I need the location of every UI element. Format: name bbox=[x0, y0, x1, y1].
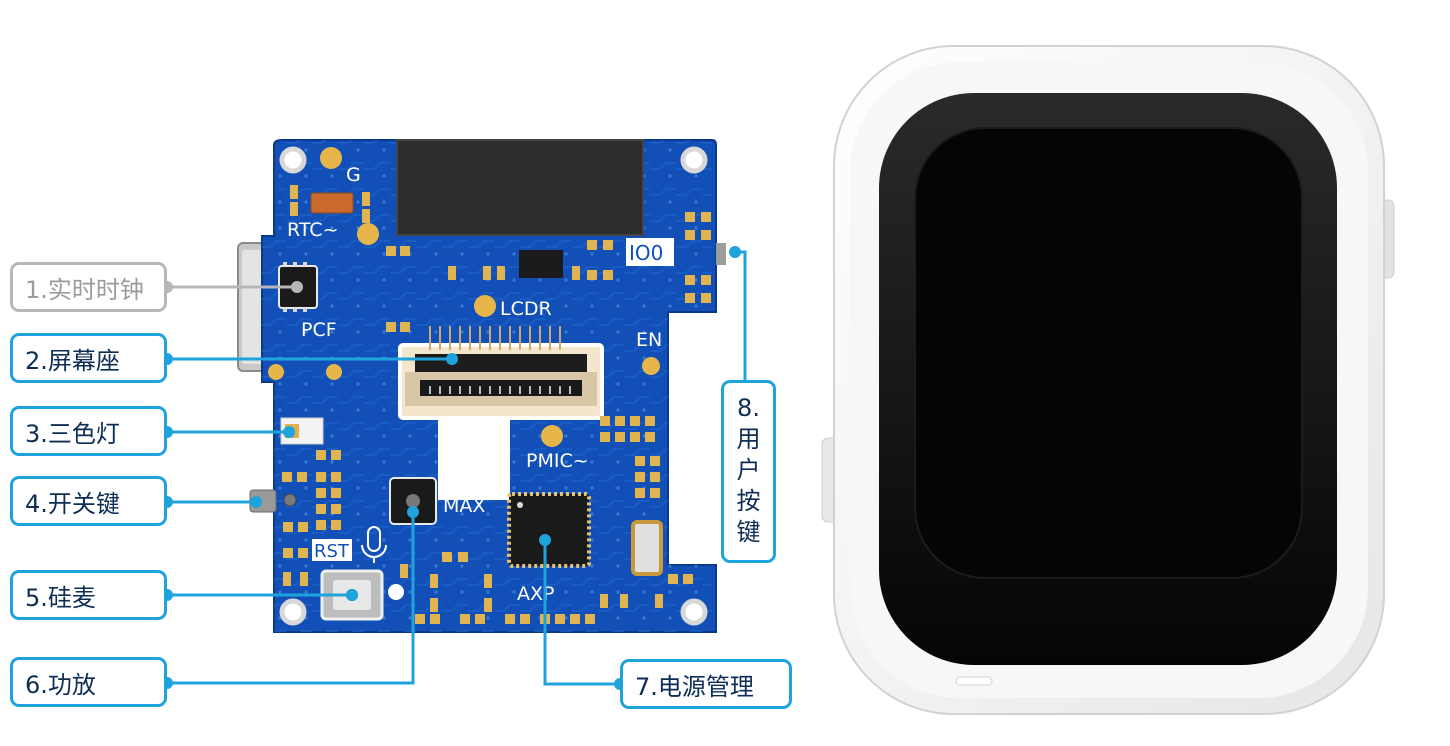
label-pmu: 7.电源管理 bbox=[620, 659, 792, 709]
label-user-key: 8. 用 户 按 键 bbox=[721, 380, 776, 563]
callout-line-userkey bbox=[735, 250, 747, 380]
label-amp-text: 6.功放 bbox=[25, 670, 96, 699]
label-rgb-led-text: 3.三色灯 bbox=[25, 419, 120, 448]
watch-screen bbox=[914, 127, 1303, 579]
label-rtc-text: 1.实时时钟 bbox=[25, 275, 144, 304]
label-screen-socket-text: 2.屏幕座 bbox=[25, 346, 120, 375]
label-rgb-led: 3.三色灯 bbox=[10, 406, 167, 456]
label-amp: 6.功放 bbox=[10, 657, 167, 707]
silk-en: EN bbox=[636, 329, 662, 351]
label-power-key-text: 4.开关键 bbox=[25, 489, 120, 518]
watch-device bbox=[821, 45, 1395, 715]
silk-axp: AXP bbox=[517, 583, 554, 605]
silk-pmic: PMIC~ bbox=[526, 450, 589, 472]
mounting-holes bbox=[279, 146, 708, 626]
silk-rst: RST bbox=[314, 541, 350, 562]
silk-g: G bbox=[346, 164, 361, 186]
pmu-chip bbox=[507, 492, 591, 568]
label-mic-text: 5.硅麦 bbox=[25, 583, 96, 612]
label-user-key-line-5: 键 bbox=[736, 518, 761, 546]
label-user-key-line-3: 户 bbox=[736, 456, 761, 484]
silk-lcdr: LCDR bbox=[500, 298, 552, 320]
silk-pcf: PCF bbox=[301, 319, 337, 341]
label-mic: 5.硅麦 bbox=[10, 570, 167, 620]
label-screen-socket: 2.屏幕座 bbox=[10, 333, 167, 383]
display-fpc-block bbox=[397, 140, 643, 235]
silk-io0: IO0 bbox=[629, 241, 663, 265]
label-rtc: 1.实时时钟 bbox=[10, 262, 167, 312]
label-pmu-text: 7.电源管理 bbox=[635, 672, 754, 701]
label-power-key: 4.开关键 bbox=[10, 476, 167, 526]
callout-line-amp bbox=[167, 512, 415, 685]
silk-max: MAX bbox=[443, 495, 485, 517]
silk-rtc: RTC~ bbox=[287, 219, 339, 241]
label-user-key-line-2: 用 bbox=[736, 425, 761, 453]
mic-icon bbox=[361, 526, 387, 563]
callout-line-pmu bbox=[543, 540, 620, 686]
label-user-key-line-1: 8. bbox=[737, 394, 760, 422]
label-user-key-line-4: 按 bbox=[736, 487, 761, 515]
